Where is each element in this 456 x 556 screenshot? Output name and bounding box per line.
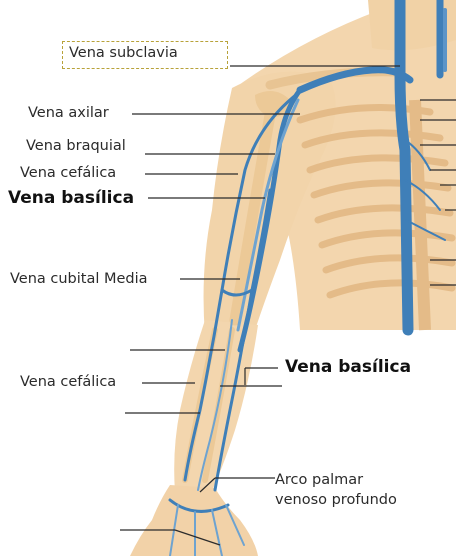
label-vena-subclavia: Vena subclavia [62, 41, 228, 69]
label-arco-palmar-line1: Arco palmar [275, 470, 445, 490]
label-vena-cefalica-upper: Vena cefálica [20, 166, 116, 181]
label-vena-axilar: Vena axilar [28, 106, 109, 121]
label-arco-palmar: Arco palmar venoso profundo [275, 470, 445, 510]
label-vena-braquial: Vena braquial [26, 139, 126, 154]
label-vena-basilica-upper: Vena basílica [8, 190, 134, 207]
label-vena-cubital-media: Vena cubital Media [10, 272, 148, 287]
label-arco-palmar-line2: venoso profundo [275, 490, 445, 510]
label-vena-basilica-lower: Vena basílica [285, 359, 411, 376]
label-vena-cefalica-lower: Vena cefálica [20, 375, 116, 390]
